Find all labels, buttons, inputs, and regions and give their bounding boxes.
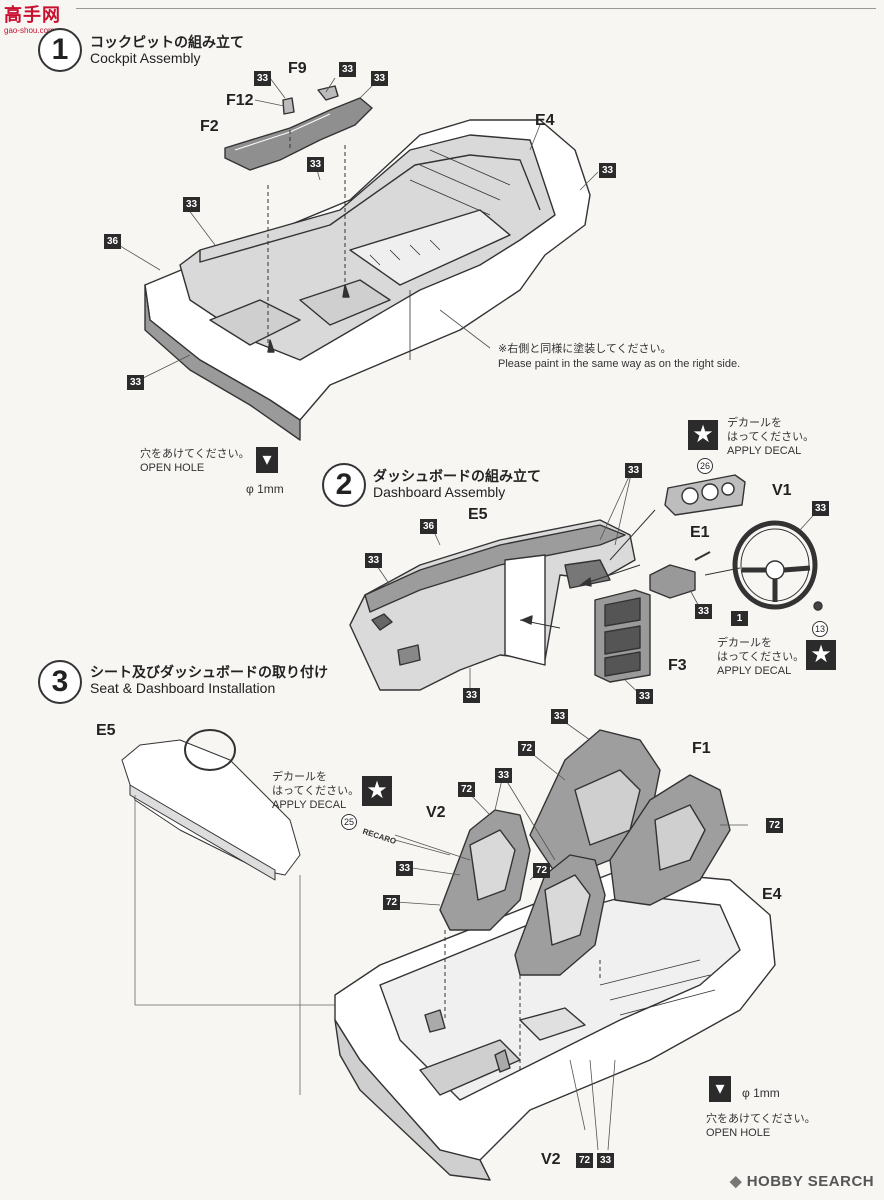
color-code-72: 72 [533, 863, 550, 878]
color-code-33: 33 [307, 157, 324, 172]
hole-size: φ 1mm [246, 482, 284, 496]
step-1-title-jp: コックピットの組み立て [90, 34, 244, 50]
decal-star-icon: ★ [806, 640, 836, 670]
decal-note-en: APPLY DECAL [717, 665, 792, 677]
color-code-72: 72 [518, 741, 535, 756]
decal-number-13: 13 [812, 621, 828, 637]
hobby-search-logo-icon: ◆ [730, 1173, 743, 1190]
color-code-33: 33 [396, 861, 413, 876]
part-e4-top: E4 [535, 112, 555, 129]
part-v2-upper: V2 [426, 804, 446, 821]
decal-note-jp-2: はってください。 [717, 651, 805, 663]
color-code-36: 36 [104, 234, 121, 249]
color-code-33: 33 [183, 197, 200, 212]
step-2-title-en: Dashboard Assembly [373, 484, 506, 500]
decal-star-icon: ★ [688, 420, 718, 450]
color-code-33: 33 [551, 709, 568, 724]
open-hole-note-jp: 穴をあけてください。 [140, 448, 250, 460]
color-code-72: 72 [458, 782, 475, 797]
part-f9: F9 [288, 60, 307, 77]
color-code-33: 33 [371, 71, 388, 86]
color-code-33: 33 [339, 62, 356, 77]
drill-hole-icon: ▾ [256, 447, 278, 473]
color-code-33: 33 [597, 1153, 614, 1168]
step-3-title-en: Seat & Dashboard Installation [90, 680, 276, 696]
color-code-1: 1 [731, 611, 748, 626]
open-hole-note-en: OPEN HOLE [140, 462, 205, 474]
step-3-number: 3 [38, 660, 82, 704]
part-f2: F2 [200, 118, 219, 135]
hole-size: φ 1mm [742, 1086, 780, 1100]
decal-number-25: 25 [341, 814, 357, 830]
part-f12: F12 [226, 92, 254, 109]
decal-note-jp-2: はってください。 [272, 785, 360, 797]
color-code-33: 33 [463, 688, 480, 703]
color-code-33: 33 [636, 689, 653, 704]
hobby-search-text: HOBBY SEARCH [746, 1173, 875, 1190]
part-e5-left: E5 [96, 722, 116, 739]
part-v1: V1 [772, 482, 792, 499]
header-rule [76, 8, 876, 9]
brand-logo: 高手网 gao-shou.com [4, 6, 74, 40]
part-e5-dash: E5 [468, 506, 488, 523]
decal-note-jp-1: デカールを [272, 771, 327, 783]
step-3-title-jp: シート及びダッシュボードの取り付け [90, 664, 328, 680]
paint-same-note-en: Please paint in the same way as on the r… [498, 358, 741, 370]
step-2-number: 2 [322, 463, 366, 507]
paint-same-note-jp: ※右側と同様に塗装してください。 [498, 343, 672, 355]
open-hole-note-jp: 穴をあけてください。 [706, 1113, 816, 1125]
color-code-33: 33 [127, 375, 144, 390]
part-e4-bottom: E4 [762, 886, 782, 903]
brand-url: gao-shou.com [4, 26, 55, 35]
step-1-number: 1 [38, 28, 82, 72]
decal-note-jp-1: デカールを [717, 637, 772, 649]
decal-note-en: APPLY DECAL [272, 799, 347, 811]
color-code-33: 33 [254, 71, 271, 86]
color-code-72: 72 [576, 1153, 593, 1168]
decal-note-jp-2: はってください。 [727, 431, 815, 443]
brand-logo-text: 高手网 [4, 5, 61, 26]
color-code-33: 33 [812, 501, 829, 516]
hobby-search-watermark: ◆ HOBBY SEARCH [730, 1172, 874, 1192]
color-code-72: 72 [766, 818, 783, 833]
drill-hole-icon: ▾ [709, 1076, 731, 1102]
part-e1: E1 [690, 524, 710, 541]
step-1-title-en: Cockpit Assembly [90, 50, 201, 66]
decal-note-jp-1: デカールを [727, 417, 782, 429]
color-code-33: 33 [625, 463, 642, 478]
color-code-33: 33 [695, 604, 712, 619]
part-v2-bottom: V2 [541, 1151, 561, 1168]
color-code-72: 72 [383, 895, 400, 910]
open-hole-note-en: OPEN HOLE [706, 1127, 771, 1139]
color-code-33: 33 [495, 768, 512, 783]
part-f1: F1 [692, 740, 711, 757]
color-code-33: 33 [599, 163, 616, 178]
color-code-36: 36 [420, 519, 437, 534]
color-code-33: 33 [365, 553, 382, 568]
decal-note-en: APPLY DECAL [727, 445, 802, 457]
part-f3: F3 [668, 657, 687, 674]
decal-star-icon: ★ [362, 776, 392, 806]
decal-number-26: 26 [697, 458, 713, 474]
step-2-title-jp: ダッシュボードの組み立て [373, 468, 541, 484]
